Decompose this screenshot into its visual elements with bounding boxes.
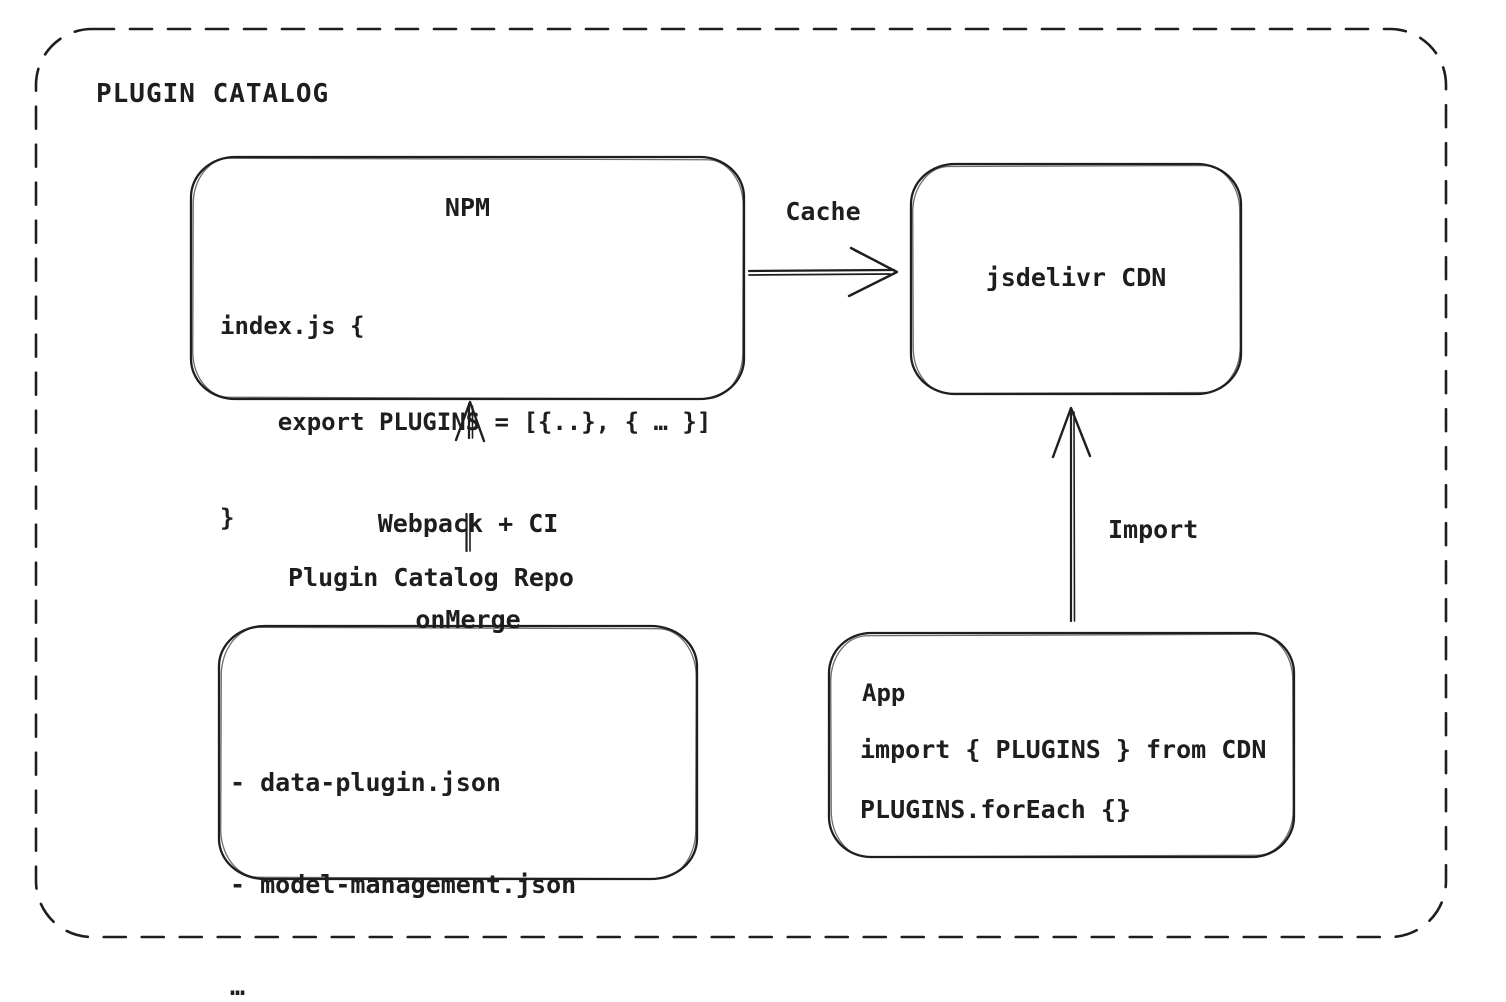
cdn-node <box>909 162 1243 396</box>
repo-file-item: … <box>230 972 246 1001</box>
app-code-line: import { PLUGINS } from CDN <box>860 735 1267 764</box>
import-arrow <box>1051 406 1092 623</box>
npm-code-line: } <box>220 504 235 532</box>
npm-code-line: export PLUGINS = [{..}, { … }] <box>220 408 712 436</box>
repo-node-label: Plugin Catalog Repo <box>288 563 574 592</box>
app-code-line: PLUGINS.forEach {} <box>860 795 1131 824</box>
cdn-node-label: jsdelivr CDN <box>985 263 1167 292</box>
repo-file-item: - data-plugin.json <box>230 768 501 797</box>
npm-node-title: NPM <box>444 193 491 222</box>
repo-file-item: - model-management.json <box>230 870 577 899</box>
repo-file-list: - data-plugin.json - model-management.js… <box>230 698 576 1002</box>
cache-arrow <box>747 246 899 298</box>
build-arrow <box>454 400 486 553</box>
npm-code-line: index.js { <box>220 312 365 340</box>
app-node-title: App <box>862 679 906 707</box>
npm-code-block: index.js { export PLUGINS = [{..}, { … }… <box>220 246 711 598</box>
app-node <box>827 631 1296 859</box>
npm-node <box>189 155 746 401</box>
plugin-catalog-boundary <box>34 27 1448 939</box>
build-arrow-label-line2: onMerge <box>415 605 521 634</box>
cache-arrow-label: Cache <box>785 197 861 226</box>
build-arrow-label-line1: Webpack + CI <box>377 509 559 538</box>
build-arrow-label: Webpack + CI onMerge <box>348 444 588 700</box>
import-arrow-label: Import <box>1108 515 1199 544</box>
diagram-title: PLUGIN CATALOG <box>96 79 330 109</box>
repo-node <box>217 624 699 881</box>
